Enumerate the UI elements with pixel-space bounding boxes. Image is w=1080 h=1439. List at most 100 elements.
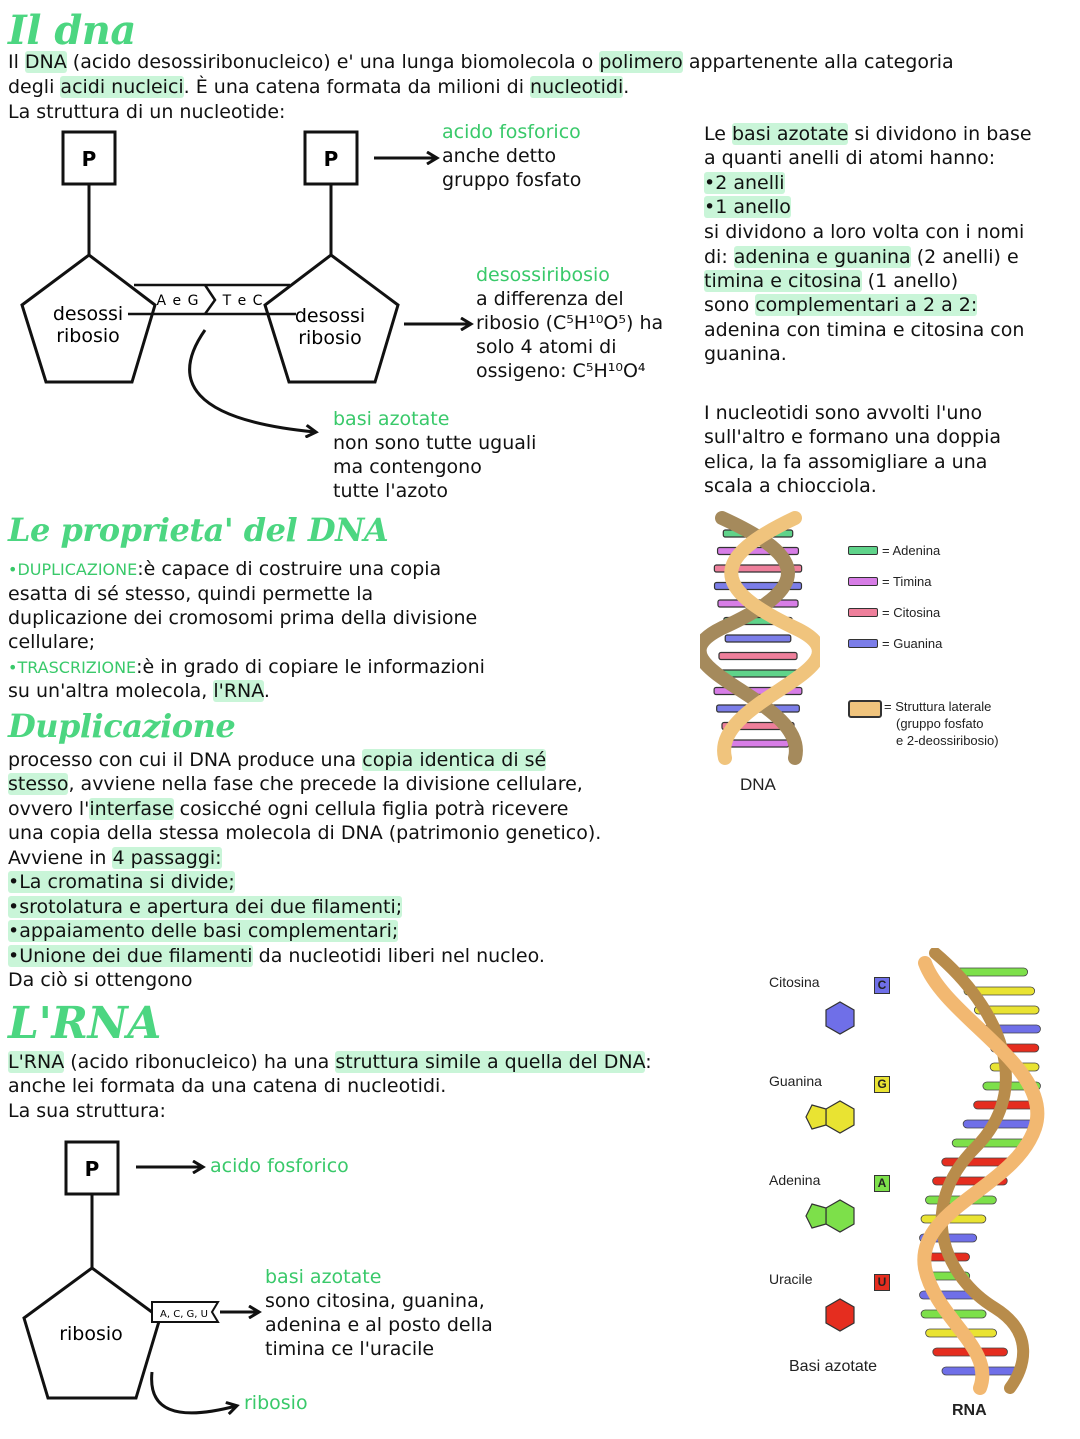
bases-text-4: •1 anello <box>704 195 791 220</box>
bases-text-7: timina e citosina (1 anello) <box>704 269 958 294</box>
prop-dup-1: •DUPLICAZIONE:è capace di costruire una … <box>8 557 441 583</box>
dup-text: Avviene in <box>8 847 113 869</box>
base-label-right: T e C <box>222 293 264 309</box>
key-duplicazione: •DUPLICAZIONE <box>8 560 138 579</box>
rna-bases-caption: Basi azotate <box>789 1358 878 1375</box>
prop-tra-1: •TRASCRIZIONE:è in grado di copiare le i… <box>8 655 485 681</box>
phosphate-desc-2: gruppo fosfato <box>442 169 582 191</box>
molecule-ring <box>825 1001 855 1035</box>
legend-swatch <box>848 546 878 555</box>
rna-base-name: Adenina <box>769 1172 821 1188</box>
rna-base-tag-label: A, C, G, U <box>160 1309 208 1320</box>
highlight-adenina-guanina: adenina e guanina <box>733 246 911 268</box>
dup-line-3: ovvero l'interfase cosicché ogni cellula… <box>8 797 568 822</box>
rna-base-letter-badge: C <box>874 977 890 994</box>
highlight-acidi-nucleici: acidi nucleici <box>60 76 184 98</box>
dup-step-3: •appaiamento delle basi complementari; <box>8 919 399 944</box>
highlight-copia-identica: copia identica di sé <box>362 749 547 771</box>
prop-text: . <box>263 680 270 702</box>
legend-label: = Citosina <box>882 605 941 620</box>
dna-nucleotide-diagram: P P desossi ribosio desossi ribosio A e … <box>20 130 700 510</box>
bases-desc-1: non sono tutte uguali <box>333 432 537 454</box>
phosphate-box-left <box>61 130 117 186</box>
phosphate-box-right <box>303 130 359 186</box>
bases-text: si dividono in base <box>848 123 1032 145</box>
heading-duplication: Duplicazione <box>8 707 236 745</box>
rna-line-3: La sua struttura: <box>8 1100 166 1122</box>
rna-backbone-back <box>929 948 1030 1394</box>
legend-label: = Adenina <box>882 543 941 558</box>
intro-text: Il <box>8 51 25 73</box>
intro-line-2: degli acidi nucleici. È una catena forma… <box>8 75 629 100</box>
bases-title: basi azotate <box>333 408 450 430</box>
molecule-icon <box>805 1199 855 1233</box>
legend-backbone-label-2: (gruppo fosfato <box>896 716 984 731</box>
base-label-left: A e G <box>157 293 200 309</box>
rna-backbone-front <box>917 956 1045 1395</box>
legend-swatch <box>848 608 878 617</box>
bases-text: (2 anelli) e <box>910 246 1019 268</box>
helix-text-1: I nucleotidi sono avvolti l'uno <box>704 402 983 424</box>
bases-text-3: •2 anelli <box>704 171 785 196</box>
intro-text: . È una catena formata da milioni di <box>183 76 531 98</box>
bases-text: Le <box>704 123 732 145</box>
dup-line-4: una copia della stessa molecola di DNA (… <box>8 822 602 844</box>
rna-helix-figure <box>917 948 1045 1395</box>
dup-step-2: •srotolatura e apertura dei due filament… <box>8 895 403 920</box>
pentagon-right-label-2: ribosio <box>298 327 362 349</box>
bases-text-8: sono complementari a 2 a 2: <box>704 293 978 318</box>
dna-helix-figure <box>700 511 820 765</box>
rna-base-letter-badge: U <box>874 1274 890 1291</box>
dup-text: ovvero l' <box>8 798 90 820</box>
arrow-to-bases <box>188 329 315 432</box>
molecule-ring-small <box>805 1104 827 1130</box>
highlight-step: •srotolatura e apertura dei due filament… <box>8 896 403 918</box>
sugar-title: desossiribosio <box>476 264 610 286</box>
rna-base-letter-badge: G <box>874 1076 890 1093</box>
rna-base-name: Citosina <box>769 974 820 990</box>
rna-phosphate-title: acido fosforico <box>210 1155 349 1177</box>
dup-line-1: processo con cui il DNA produce una copi… <box>8 748 547 773</box>
sugar-desc-4: ossigeno: C⁵H¹⁰O⁴ <box>476 360 646 382</box>
dup-line-5: Avviene in 4 passaggi: <box>8 846 222 871</box>
highlight-struttura-simile: struttura simile a quella del DNA <box>335 1051 646 1073</box>
heading-dna: Il dna <box>8 7 136 54</box>
highlight-step: •La cromatina si divide; <box>8 871 235 893</box>
molecule-ring-small <box>805 1203 827 1229</box>
rna-bases-desc-1: sono citosina, guanina, <box>265 1290 485 1312</box>
helix-text-3: elica, la fa assomigliare a una <box>704 451 988 473</box>
rna-pentagon <box>22 1266 162 1400</box>
bases-text-1: Le basi azotate si dividono in base <box>704 122 1032 147</box>
dna-rung <box>724 634 792 643</box>
highlight-complementari: complementari a 2 a 2: <box>755 294 978 316</box>
molecule-ring <box>825 1298 855 1332</box>
prop-text: su un'altra molecola, <box>8 680 214 702</box>
highlight-2-anelli: •2 anelli <box>704 172 785 194</box>
bases-desc-3: tutte l'azoto <box>333 480 448 502</box>
highlight-dna: DNA <box>24 51 67 73</box>
rna-text: : <box>645 1051 652 1073</box>
pentagon-left-label-2: ribosio <box>56 325 120 347</box>
highlight-step: •appaiamento delle basi complementari; <box>8 920 399 942</box>
dna-caption: DNA <box>740 775 776 794</box>
highlight-stesso: stesso <box>8 773 69 795</box>
bases-text-10: guanina. <box>704 343 787 365</box>
rna-rung <box>963 986 1036 996</box>
heading-rna: L'RNA <box>8 998 161 1049</box>
dna-rung <box>718 651 798 661</box>
sugar-desc-2: ribosio (C⁵H¹⁰O⁵) ha <box>476 312 664 334</box>
intro-text: appartenente alla categoria <box>682 51 954 73</box>
legend-label: = Timina <box>882 574 932 589</box>
highlight-step: •Unione dei due filamenti <box>8 945 253 967</box>
bases-text-5: si dividono a loro volta con i nomi <box>704 221 1025 243</box>
rna-text: (acido ribonucleico) ha una <box>64 1051 336 1073</box>
molecule-icon <box>805 1100 855 1134</box>
intro-text: . <box>623 76 630 98</box>
intro-text: degli <box>8 76 61 98</box>
dup-text: , avviene nella fase che precede la divi… <box>68 773 583 795</box>
intro-text: (acido desossiribonucleico) e' una lunga… <box>66 51 600 73</box>
rna-pentagon-label: ribosio <box>59 1323 123 1345</box>
dna-backbone-back <box>700 511 803 765</box>
